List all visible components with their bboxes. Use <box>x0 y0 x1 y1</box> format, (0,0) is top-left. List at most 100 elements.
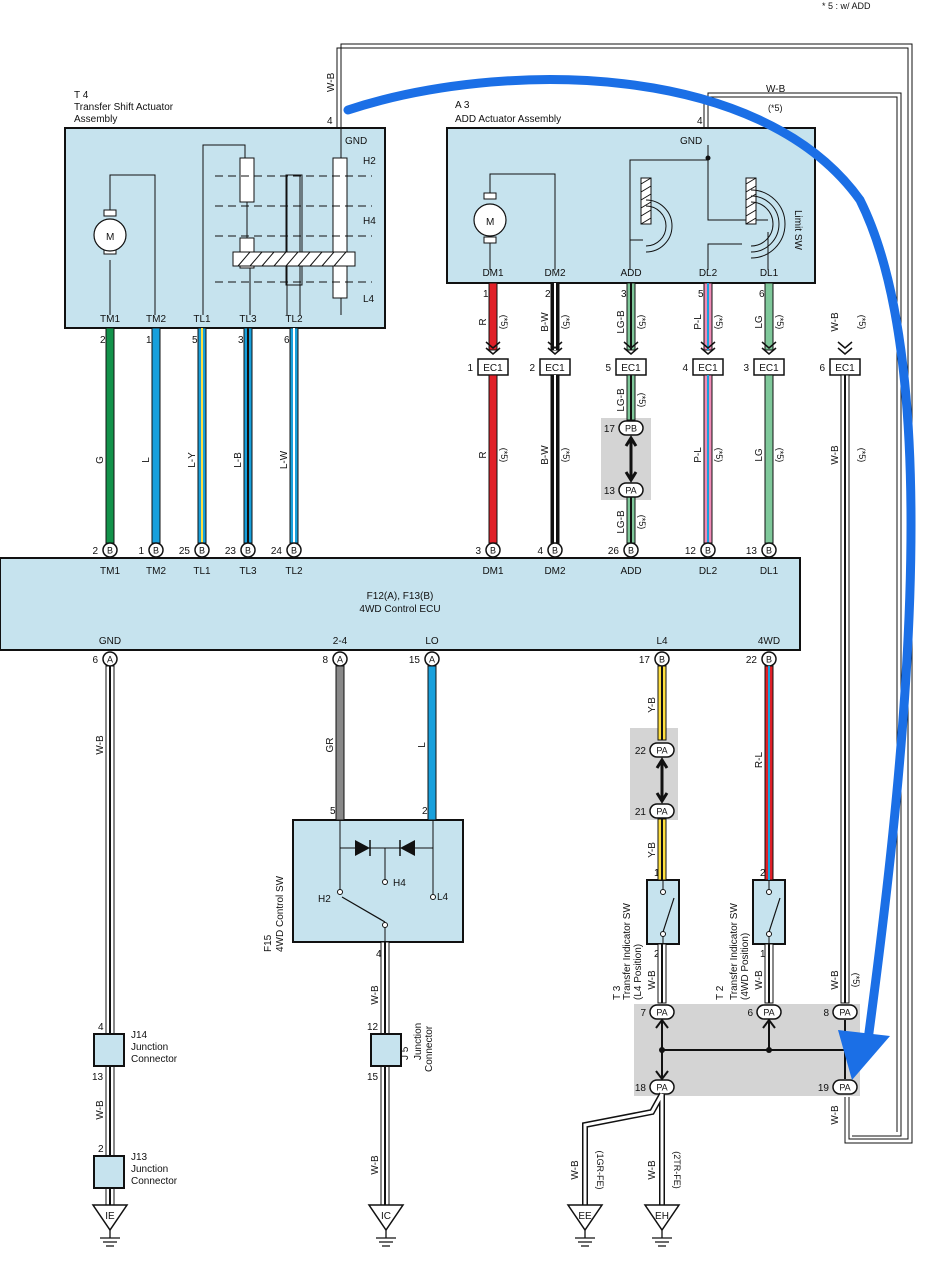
pb-splice-bot-label: PA <box>625 486 636 496</box>
ecu-top-pin-num-TL2: 24 <box>271 546 283 557</box>
ecu-bottom-pin-num-LO: 15 <box>409 655 421 666</box>
ec1-pin-num-extra: 6 <box>819 363 825 374</box>
ecu-top-pin-TL3 <box>240 542 256 558</box>
f15-h2-label: H2 <box>318 894 331 905</box>
ecu-bottom-pin-num-L4: 17 <box>639 655 651 666</box>
ecu-top-pin-num-TL3: 23 <box>225 546 237 557</box>
a3-wire-note-lower-DL2: (*5) <box>714 448 724 463</box>
f15-pin-2: 2 <box>422 806 428 817</box>
t3-code: T 3 <box>612 985 623 1000</box>
ecu-top-label-ADD: ADD <box>620 566 641 577</box>
ecu-bottom-label-L4: L4 <box>656 636 668 647</box>
gnd-splice-pin-7-label: PA <box>656 1008 667 1018</box>
yb-splice-link <box>655 757 669 804</box>
j5-ic-wire-color: W-B <box>370 1155 381 1175</box>
footnote: * 5 : w/ ADD <box>822 1 871 11</box>
pb-splice-link <box>624 435 638 483</box>
ec1-pin-num-ADD: 5 <box>605 363 611 374</box>
pb-splice-bot <box>618 482 644 498</box>
a3-connector-chevron-DL2 <box>700 341 716 355</box>
ec1-connector-DM2-label: EC1 <box>545 363 565 374</box>
ground-IC-icon <box>367 1204 405 1232</box>
ecu-top-pin-ADD <box>623 542 639 558</box>
ecu-bottom-pin-num-GND: 6 <box>92 655 98 666</box>
ecu-l4-wire-color-lower: Y-B <box>647 842 658 858</box>
ec1-pin-num-DM1: 1 <box>467 363 473 374</box>
ecu-top-label-DM1: DM1 <box>482 566 504 577</box>
a3-wire-lower-DL1 <box>764 374 774 544</box>
indicator-switch-contacts <box>660 880 781 944</box>
t2-name-2: (4WD Position) <box>740 933 751 1000</box>
ecu-bottom-label-4WD: 4WD <box>758 636 780 647</box>
ecu-box <box>0 557 801 651</box>
ground-EH-label: EH <box>655 1211 669 1222</box>
ec1-connector-DL2-label: EC1 <box>698 363 718 374</box>
a3-extra-wire-color: W-B <box>830 445 841 465</box>
a3-pin-label-ADD: ADD <box>620 268 641 279</box>
a3-wire-lower-DM1 <box>488 374 498 544</box>
t4-shift-mechanism <box>202 128 372 315</box>
j5-pin-top: 12 <box>367 1022 379 1033</box>
ecu-top-label-TM2: TM2 <box>146 566 166 577</box>
a3-pin-num-DL1: 6 <box>759 289 765 300</box>
a3-wire-note-lower-ADD: (*5) <box>637 393 647 408</box>
ecu-top-pin-TM2 <box>148 542 164 558</box>
j14-pin-top: 4 <box>98 1022 104 1033</box>
f15-switch-internals <box>337 820 436 945</box>
ecu-bottom-pin-num-2-4: 8 <box>322 655 328 666</box>
yb-splice-top <box>649 742 675 758</box>
ecu-l4-wire-color: Y-B <box>647 697 658 713</box>
yb-splice-top-num: 22 <box>635 746 647 757</box>
f15-switch-box <box>292 819 464 943</box>
a3-top-note: (*5) <box>768 103 783 113</box>
ecu-top-label-DL2: DL2 <box>699 566 718 577</box>
t4-pin-label-TL2: TL2 <box>285 314 303 325</box>
a3-name: ADD Actuator Assembly <box>455 114 561 125</box>
ecu-top-pin-DL1 <box>761 542 777 558</box>
ecu-top-label-TL1: TL1 <box>193 566 211 577</box>
t3-name-1: Transfer Indicator SW <box>622 903 633 1000</box>
ground-EH-earth <box>652 1230 672 1247</box>
a3-pin-num-DL2: 5 <box>698 289 704 300</box>
ec1-connector-DM1-label: EC1 <box>483 363 503 374</box>
ecu-bottom-pin-num-4WD: 22 <box>746 655 758 666</box>
ground-EE-label: EE <box>578 1211 592 1222</box>
ec1-connector-DL1-label: EC1 <box>759 363 779 374</box>
ecu-top-pin-DL1-letter: B <box>766 546 772 556</box>
a3-code: A 3 <box>455 100 470 111</box>
gnd-splice-right-wire: W-B <box>830 970 841 990</box>
ecu-top-pin-TL2-letter: B <box>291 546 297 556</box>
a3-wire-note-DM2: (*5) <box>561 315 571 330</box>
a3-wire-color-DL1: LG <box>754 315 765 329</box>
t4-motor-icon <box>93 174 156 315</box>
t2-code: T 2 <box>715 985 726 1000</box>
gnd-splice-pin-num-18: 18 <box>635 1083 647 1094</box>
ground-IC-earth <box>376 1230 396 1247</box>
ecu-name-1: F12(A), F13(B) <box>367 591 434 602</box>
yb-splice-bot-label: PA <box>656 807 667 817</box>
t4-wire-color-TM2: L <box>141 457 152 463</box>
a3-connector-chevron-DM1 <box>485 341 501 355</box>
t3-pin-2: 2 <box>654 949 660 960</box>
ee-wire-color: W-B <box>570 1160 581 1180</box>
t4-wire-TM1 <box>105 327 115 544</box>
a3-connector-chevron-ADD <box>623 341 639 355</box>
t4-l4-label: L4 <box>363 294 375 305</box>
ecu-top-pin-DM1-letter: B <box>490 546 496 556</box>
t4-h2-label: H2 <box>363 156 376 167</box>
j14-j13-wire-color: W-B <box>95 1100 106 1120</box>
ecu-name-2: 4WD Control ECU <box>359 604 440 615</box>
ecu-bottom-pin-2-4-letter: A <box>337 655 343 665</box>
ground-IE-label: IE <box>105 1211 115 1222</box>
a3-pin-label-DM2: DM2 <box>544 268 566 279</box>
t4-wire-color-TM1: G <box>95 456 106 464</box>
ecu-top-pin-num-DM2: 4 <box>537 546 543 557</box>
gnd-splice-bottom-wire: W-B <box>830 1105 841 1125</box>
t4-h4-label: H4 <box>363 216 376 227</box>
ecu-top-pin-TM1 <box>102 542 118 558</box>
ground-EE-earth <box>575 1230 595 1247</box>
ecu-top-pin-num-TL1: 25 <box>179 546 191 557</box>
eh-wire-color: W-B <box>647 1160 658 1180</box>
gnd-splice-pin-6-label: PA <box>763 1008 774 1018</box>
t2-pin-1: 1 <box>760 949 766 960</box>
